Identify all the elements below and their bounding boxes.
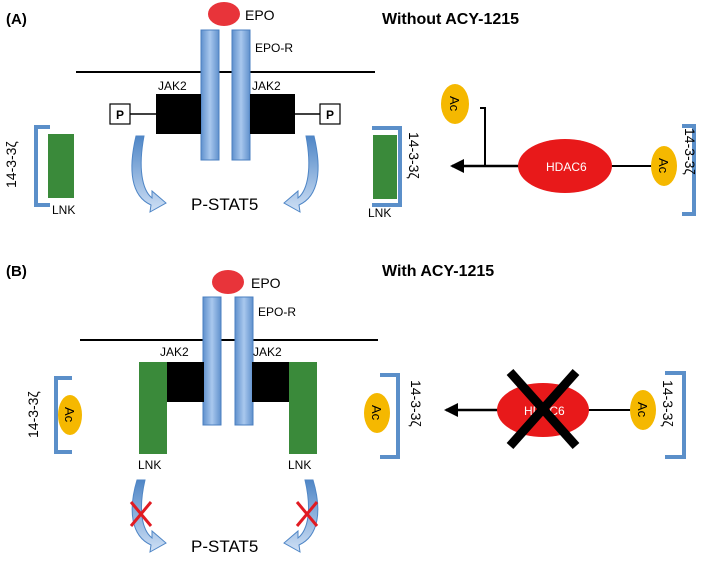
phospho-label-right: P [326,108,334,122]
panel-b-label: (B) [6,263,27,280]
jak2-left [156,94,201,134]
epo-receptor-chain-left [200,29,220,161]
adaptor-bracket-right [682,124,696,216]
hdac6-inhibited-x [506,369,580,449]
hdac6-label: HDAC6 [546,160,587,174]
epo-ligand [212,270,244,294]
epo-receptor-label: EPO-R [258,305,296,319]
jak2-right [252,362,292,402]
lnk-left-label: LNK [138,458,161,472]
epo-receptor-chain-right [234,296,254,426]
jak2-left [164,362,204,402]
adaptor-bracket-right [665,371,686,459]
pstat5-label: P-STAT5 [191,195,258,214]
lnk-left-label: LNK [52,203,75,217]
panel-a-label: (A) [6,11,27,28]
adaptor-bracket-left [34,125,50,207]
acetyl-left [58,395,82,435]
phospho-label-left: P [116,108,124,122]
acetyl-mid [364,393,390,433]
phospho-box-left [109,103,131,125]
panel-b: (B) With ACY-1215 EPO EPO-R JAK2 JAK2 LN… [6,263,686,556]
acetyl-released-label: Ac [447,96,462,112]
deacetylation-arrow [480,107,486,166]
adaptor-bracket-mid [372,126,402,207]
epo-label: EPO [251,275,281,291]
phospho-box-right [319,103,341,125]
lnk-mid-label: LNK [368,206,391,220]
lnk-bound-left [139,362,167,454]
epo-receptor-chain-left [202,296,222,426]
adaptor-left-label: 14-3-3ζ [3,141,19,188]
signal-arrow-right [283,479,319,553]
acetyl-released [441,84,469,124]
adaptor-right-label: 14-3-3ζ [660,380,676,427]
hdac6-enzyme [518,139,612,193]
signal-block-x-left [129,501,153,527]
adaptor-bracket-left [54,376,72,454]
jak2-right [250,94,295,134]
jak2-left-label: JAK2 [158,79,187,93]
epo-receptor-label: EPO-R [255,41,293,55]
acetyl-mid-label: Ac [369,405,384,421]
panel-b-title: With ACY-1215 [382,263,494,280]
epo-receptor-chain-right [231,29,251,161]
epo-label: EPO [245,7,275,23]
panel-a-title: Without ACY-1215 [382,11,519,28]
adaptor-bracket-mid [380,373,400,459]
lnk-mid [373,135,397,199]
lnk-left [48,134,74,198]
epo-ligand [208,2,240,26]
adaptor-mid-label: 14-3-3ζ [408,380,424,427]
jak2-right-label: JAK2 [253,345,282,359]
signal-arrow-left [131,135,167,213]
signal-arrow-left [131,479,167,553]
pstat5-label: P-STAT5 [191,537,258,556]
adaptor-left-label: 14-3-3ζ [25,391,41,438]
panel-a: (A) Without ACY-1215 EPO EPO-R JAK2 JAK2… [3,2,698,220]
acetyl-substrate [630,390,656,430]
acetyl-substrate-label: Ac [635,402,650,418]
lnk-right-label: LNK [288,458,311,472]
adaptor-right-label: 14-3-3ζ [682,128,698,175]
acetyl-substrate [651,146,677,186]
jak2-right-label: JAK2 [252,79,281,93]
signal-arrow-right [283,135,319,213]
jak2-left-label: JAK2 [160,345,189,359]
adaptor-mid-label: 14-3-3ζ [406,132,422,179]
signal-block-x-right [295,501,319,527]
lnk-bound-right [289,362,317,454]
acetyl-left-label: Ac [62,407,77,423]
acetyl-substrate-label: Ac [656,158,671,174]
